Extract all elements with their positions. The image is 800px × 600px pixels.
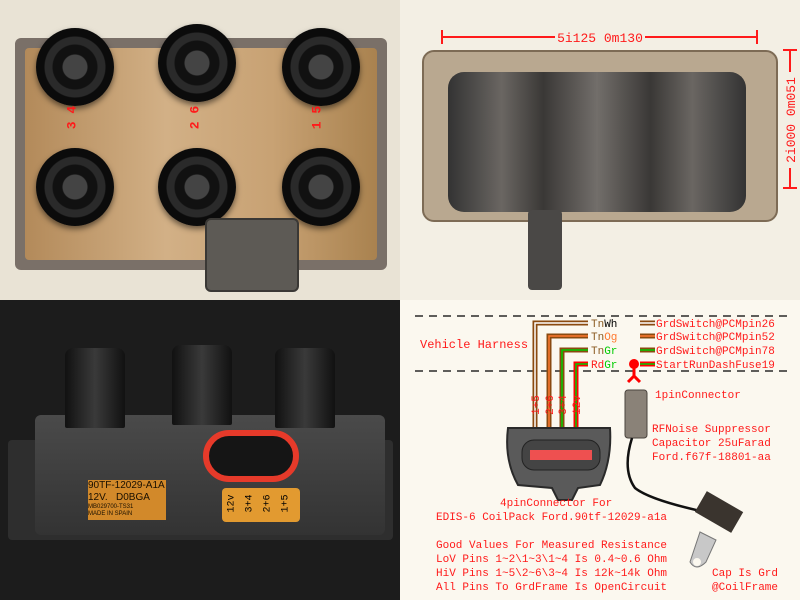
wire-stripe (548, 335, 655, 428)
wire-destination: StartRunDashFuse19 (656, 360, 775, 372)
wire-color-code: TnOg (591, 332, 617, 344)
coil-pack-top-photo: 3 4 2 6 1 5 (0, 0, 400, 300)
spark-tower (36, 28, 114, 106)
wire-destination: GrdSwitch@PCMpin78 (656, 346, 775, 358)
harness-label: Vehicle Harness (420, 338, 528, 352)
one-pin-connector-label: 1pinConnector (655, 390, 741, 402)
tower-label: 3 4 (64, 105, 80, 130)
label-rating: 12V. D0BGA (88, 492, 150, 503)
spark-tower (275, 348, 335, 428)
capacitor-label: Capacitor 25uFarad (652, 438, 771, 450)
spark-tower (282, 28, 360, 106)
connector (528, 210, 562, 290)
wire-destination: GrdSwitch@PCMpin26 (656, 319, 775, 331)
resistance-note: HiV Pins 1~5\2~6\3~4 Is 12k~14k Ohm (436, 568, 667, 580)
wire-color-code: RdGr (591, 360, 617, 372)
pin-label: 3+4 (244, 494, 256, 513)
resistance-note: All Pins To GrdFrame Is OpenCircuit (436, 582, 667, 594)
wire-stripe (561, 349, 655, 428)
label-origin: MADE IN SPAIN (88, 511, 133, 517)
label-small-code: MB029700-TS31 (88, 504, 134, 510)
spark-tower (158, 24, 236, 102)
height-dimension-label: 2i000 0m051 (784, 77, 799, 163)
one-pin-connector-plug (624, 389, 648, 439)
cap-ground-note: @CoilFrame (712, 582, 778, 594)
resistance-note: Good Values For Measured Resistance (436, 540, 667, 552)
wire-stripe (534, 322, 655, 428)
capacitor-label: Ford.f67f-18801-aa (652, 452, 771, 464)
spark-tower (65, 348, 125, 428)
pin-label: 1+5 (280, 494, 292, 513)
part-number-label: 90TF-12029-A1A 12V. D0BGA MB029700-TS31 … (88, 480, 166, 520)
connector-socket (203, 430, 299, 482)
spark-tower (158, 148, 236, 226)
width-dimension-label: 5i125 0m130 (557, 31, 643, 46)
spark-tower (36, 148, 114, 226)
coil-pack-side-photo: 90TF-12029-A1A 12V. D0BGA MB029700-TS31 … (0, 300, 400, 600)
tower-label: 1 5 (309, 105, 325, 130)
connector (205, 218, 299, 292)
pin-label-plate: 12v 3+4 2+6 1+5 (222, 488, 300, 522)
splice-lead (626, 364, 642, 384)
wire-color-code: TnWh (591, 319, 617, 331)
wire-stripe (575, 363, 655, 428)
wire-color-code: TnGr (591, 346, 617, 358)
pin-label: 12v (572, 395, 584, 415)
capacitor (689, 491, 744, 568)
connector-caption: EDIS-6 CoilPack Ford.90tf-12029-a1a (436, 512, 667, 524)
capacitor-label: RFNoise Suppressor (652, 424, 771, 436)
pin-label: 12v (226, 494, 238, 513)
connector-caption: 4pinConnector For (500, 498, 612, 510)
cap-ground-note: Cap Is Grd (712, 568, 778, 580)
coil-pack-bottom-photo: 5i125 0m130 2i000 0m051 (400, 0, 800, 300)
pin-label: 3+4 (558, 395, 570, 415)
pin-label: 2+6 (545, 395, 557, 415)
spark-tower (282, 148, 360, 226)
resistance-note: LoV Pins 1~2\1~3\1~4 Is 0.4~0.6 Ohm (436, 554, 667, 566)
dimension-overlay: 5i125 0m130 2i000 0m051 (441, 28, 799, 189)
pin-label: 1+5 (531, 395, 543, 415)
label-part-number: 90TF-12029-A1A (88, 480, 165, 491)
coil-core (448, 72, 746, 212)
wire-destination: GrdSwitch@PCMpin52 (656, 332, 775, 344)
spark-tower (172, 345, 232, 425)
capacitor-lead (626, 437, 706, 514)
tower-label: 2 6 (187, 105, 203, 130)
pin-label: 2+6 (262, 494, 274, 513)
four-pin-connector (506, 427, 612, 501)
